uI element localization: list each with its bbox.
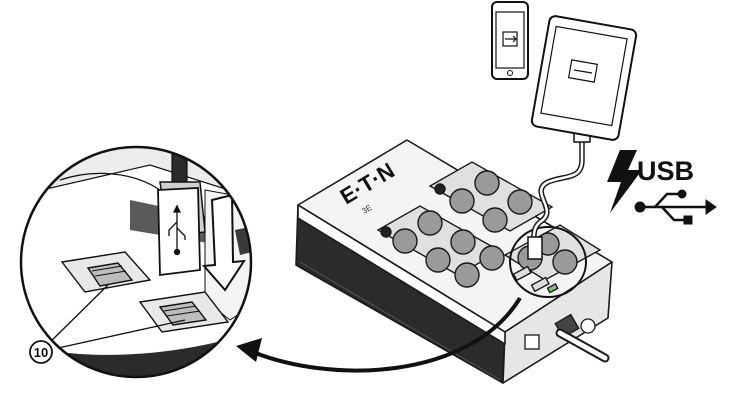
usb-symbol-icon: [634, 189, 717, 225]
outlet: [425, 247, 451, 273]
zoom-detail: [21, 147, 251, 377]
power-switch: [580, 318, 596, 334]
zoom-arrow-head: [236, 338, 262, 362]
callout-leader: [39, 319, 186, 353]
outlet: [392, 228, 418, 254]
usb-label: USB: [637, 156, 694, 186]
smartphone-icon: [491, 1, 529, 80]
outlet-group-front: [376, 205, 505, 288]
lightning-icon: [607, 150, 642, 213]
zoom-circle-border: [19, 145, 253, 379]
zoom-source-circle: [509, 226, 587, 298]
usb-port: [138, 291, 230, 333]
outlet-group-rear: [428, 161, 554, 233]
outlet: [507, 189, 533, 215]
model-label: 3E: [360, 203, 373, 216]
usb-port-mini: [530, 276, 550, 293]
outlet: [482, 207, 508, 233]
outlet: [552, 249, 578, 275]
led-indicator: [546, 282, 559, 294]
insert-arrow-icon: [201, 193, 246, 292]
outlet: [449, 188, 475, 214]
usb-symbol-small-icon: [168, 204, 186, 256]
callout-number: 10: [34, 345, 48, 360]
usb-plug-zoom: [157, 187, 201, 277]
outlet: [474, 170, 500, 196]
outlet: [417, 210, 443, 236]
tablet-icon: [530, 15, 638, 141]
outlet: [479, 245, 505, 271]
callout-badge: 10: [29, 340, 53, 364]
usb-port: [60, 251, 152, 293]
usb-plug-bottom: [527, 236, 543, 260]
coax-port: [524, 334, 540, 350]
outlet: [450, 229, 476, 255]
outlet: [454, 262, 480, 288]
zoom-arrow: [247, 296, 522, 373]
usb-cable-zoom: [171, 147, 188, 186]
usb-port-mini: [512, 265, 532, 282]
